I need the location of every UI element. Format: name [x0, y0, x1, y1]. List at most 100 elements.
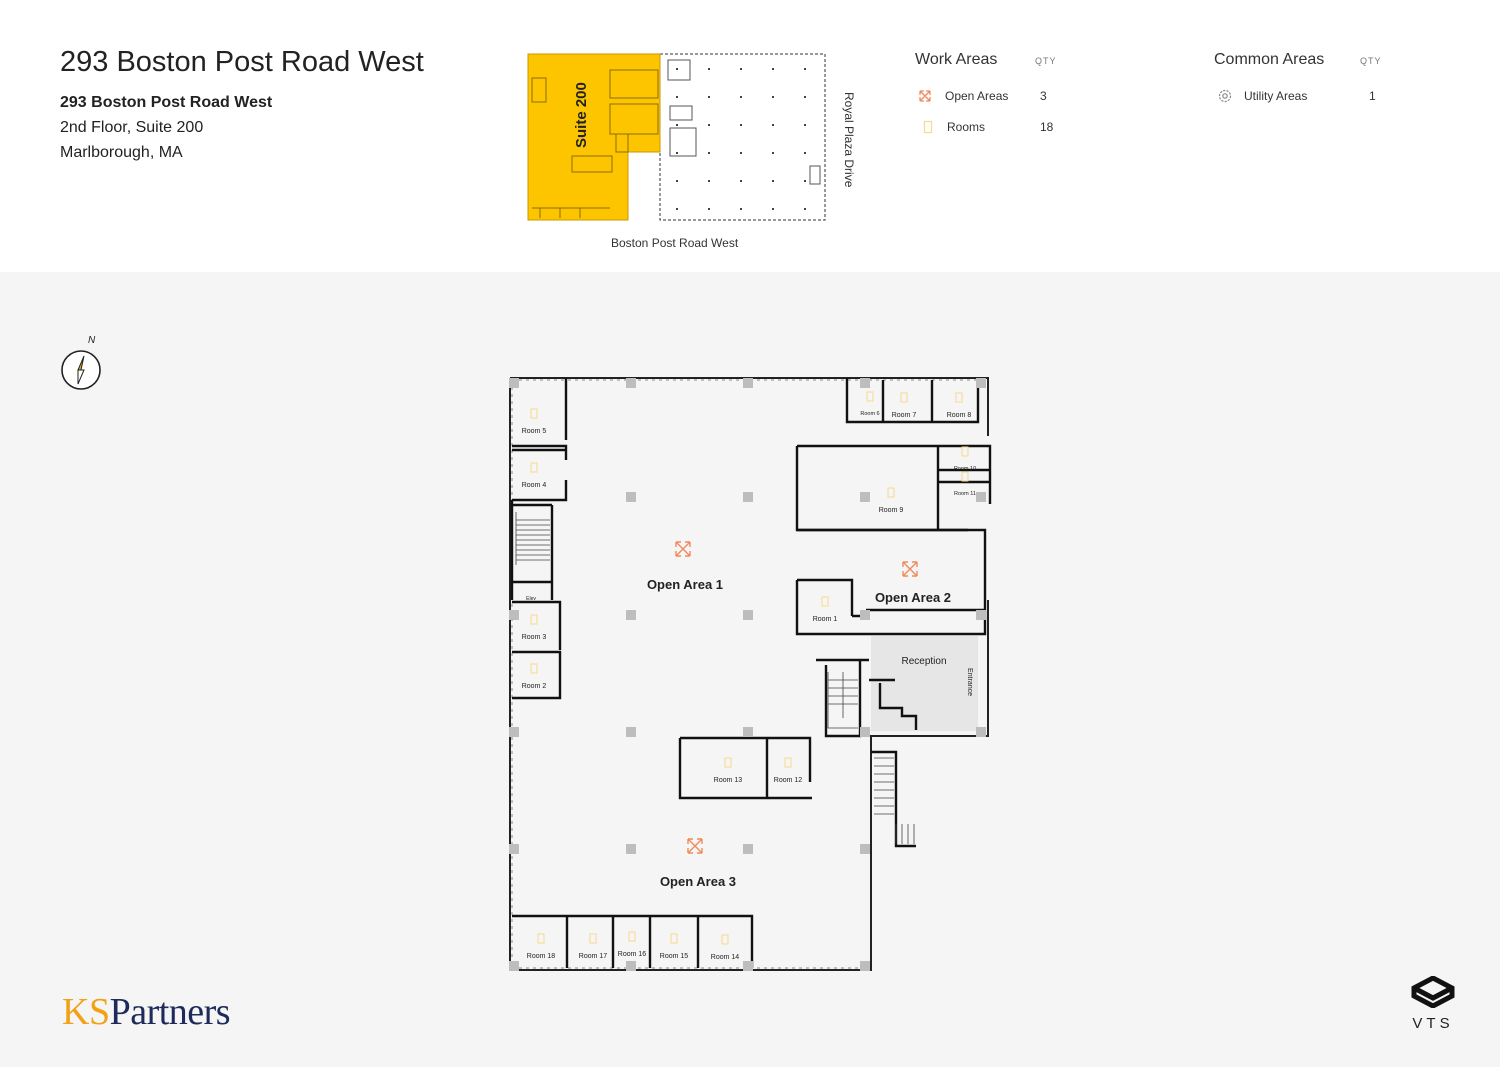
door-icon [628, 931, 636, 942]
door-icon [530, 663, 538, 674]
keyplan-column-dot [772, 96, 774, 98]
entrance-label: Entrance [966, 668, 973, 696]
elevator-label: Elev [526, 596, 536, 602]
legend-common-qty-header: QTY [1360, 56, 1382, 66]
keyplan-column-dot [676, 180, 678, 182]
keyplan-column-dot [804, 96, 806, 98]
keyplan-column-dot [740, 152, 742, 154]
building-column [626, 961, 636, 971]
room-label: Room 16 [618, 951, 647, 958]
keyplan-column-dot [804, 68, 806, 70]
legend-item-utility-areas: Utility Areas [1244, 89, 1308, 103]
door-icon [724, 757, 732, 768]
legend-qty-open-areas: 3 [1040, 89, 1047, 103]
room-label: Room 7 [892, 412, 917, 419]
vts-logo-text: VTS [1412, 1015, 1454, 1032]
building-column [509, 844, 519, 854]
keyplan-column-dot [740, 68, 742, 70]
door-icon [721, 934, 729, 945]
compass-label: N [88, 335, 96, 346]
door-icon [866, 391, 874, 402]
keyplan-column-dot [708, 68, 710, 70]
room-label: Room 8 [947, 412, 972, 419]
building-column [860, 492, 870, 502]
door-icon [530, 462, 538, 473]
building-column [860, 727, 870, 737]
ks-logo-part1: KS [62, 991, 110, 1033]
room-label: Room 13 [714, 777, 743, 784]
address-suite: 2nd Floor, Suite 200 [60, 119, 204, 136]
room-label: Room 9 [879, 507, 904, 514]
room-label: Room 18 [527, 953, 556, 960]
building-column [626, 378, 636, 388]
door-icon [530, 614, 538, 625]
expand-arrows-icon [902, 561, 918, 577]
room-label: Room 14 [711, 954, 740, 961]
door-icon [887, 487, 895, 498]
keyplan-column-dot [804, 152, 806, 154]
reception-label: Reception [901, 656, 946, 667]
room-label: Room 3 [522, 634, 547, 641]
page-title: 293 Boston Post Road West [60, 46, 424, 78]
keyplan-column-dot [772, 124, 774, 126]
header-panel: 293 Boston Post Road West 293 Boston Pos… [0, 0, 1500, 272]
open-area-label: Open Area 1 [647, 577, 723, 592]
legend-common-areas-heading: Common Areas [1214, 51, 1325, 68]
street-label-right: Royal Plaza Drive [842, 92, 856, 188]
keyplan-column-dot [676, 152, 678, 154]
legend-work-areas-heading: Work Areas [915, 51, 998, 68]
building-column [509, 961, 519, 971]
room-label: Room 6 [860, 411, 879, 417]
legend-item-open-areas: Open Areas [945, 89, 1009, 103]
legend-work-qty-header: QTY [1035, 56, 1057, 66]
keyplan-column-dot [708, 124, 710, 126]
door-icon [961, 471, 969, 482]
keyplan-column-dot [708, 96, 710, 98]
key-plan: Suite 200 [527, 53, 826, 221]
vts-logo-icon [1411, 975, 1455, 1009]
legend-qty-utility-areas: 1 [1369, 89, 1376, 103]
room-label: Room 5 [522, 428, 547, 435]
door-icon [670, 933, 678, 944]
building-column [626, 492, 636, 502]
ks-logo-part2: Partners [109, 991, 231, 1033]
door-icon [537, 933, 545, 944]
keyplan-column-dot [708, 208, 710, 210]
building-column [509, 610, 519, 620]
keyplan-column-dot [708, 180, 710, 182]
street-label-bottom: Boston Post Road West [611, 236, 739, 250]
legend-qty-rooms: 18 [1040, 120, 1054, 134]
building-column [860, 610, 870, 620]
vts-logo: VTS [1410, 975, 1456, 1032]
building-column [860, 378, 870, 388]
keyplan-column-dot [772, 68, 774, 70]
room-label: Room 2 [522, 683, 547, 690]
keyplan-column-grid [676, 68, 806, 210]
door-icon [900, 392, 908, 403]
walls [510, 378, 992, 968]
keyplan-column-dot [772, 152, 774, 154]
room-label: Room 4 [522, 482, 547, 489]
keyplan-column-dot [676, 124, 678, 126]
keyplan-column-dot [676, 68, 678, 70]
expand-arrows-icon [675, 541, 691, 557]
keyplan-column-dot [740, 124, 742, 126]
ks-partners-logo: KSPartners [62, 990, 231, 1034]
keyplan-column-dot [804, 124, 806, 126]
room-label: Room 12 [774, 777, 803, 784]
room-label: Room 17 [579, 953, 608, 960]
column-grid [509, 378, 986, 971]
address-city: Marlborough, MA [60, 144, 183, 161]
expand-arrows-icon [919, 90, 931, 102]
building-column [509, 378, 519, 388]
building-column [743, 610, 753, 620]
keyplan-column-dot [772, 208, 774, 210]
legend-item-rooms: Rooms [947, 120, 986, 134]
building-column [743, 727, 753, 737]
building-column [976, 610, 986, 620]
building-column [743, 844, 753, 854]
building-column [743, 378, 753, 388]
compass-north-icon: N [61, 335, 101, 390]
building-column [626, 844, 636, 854]
